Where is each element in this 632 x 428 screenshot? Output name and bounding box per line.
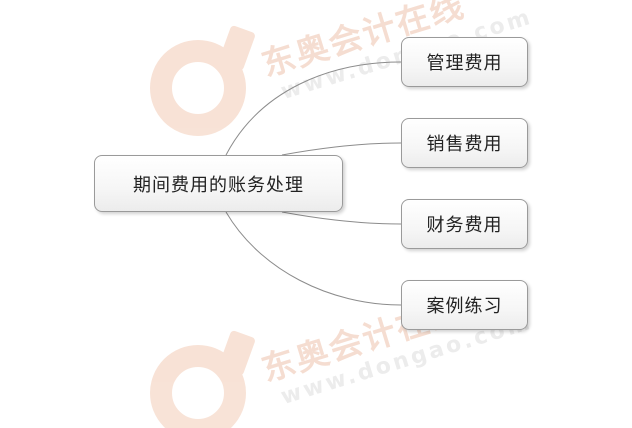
child-node-label: 管理费用: [426, 53, 503, 74]
connector-to-child-3: [281, 211, 402, 225]
child-node-label: 案例练习: [426, 296, 503, 317]
connector-to-child-4: [225, 211, 402, 306]
child-node-management-expenses[interactable]: 管理费用: [401, 37, 528, 87]
child-node-selling-expenses[interactable]: 销售费用: [401, 118, 528, 168]
root-node[interactable]: 期间费用的账务处理: [94, 155, 343, 212]
child-node-label: 销售费用: [426, 134, 503, 155]
connector-to-child-1: [225, 61, 402, 156]
child-node-financial-expenses[interactable]: 财务费用: [401, 199, 528, 249]
child-node-case-exercise[interactable]: 案例练习: [401, 280, 528, 330]
watermark-logo-icon: [150, 345, 246, 428]
child-node-label: 财务费用: [426, 215, 503, 236]
root-node-label: 期间费用的账务处理: [133, 174, 304, 196]
connector-to-child-2: [281, 142, 402, 156]
